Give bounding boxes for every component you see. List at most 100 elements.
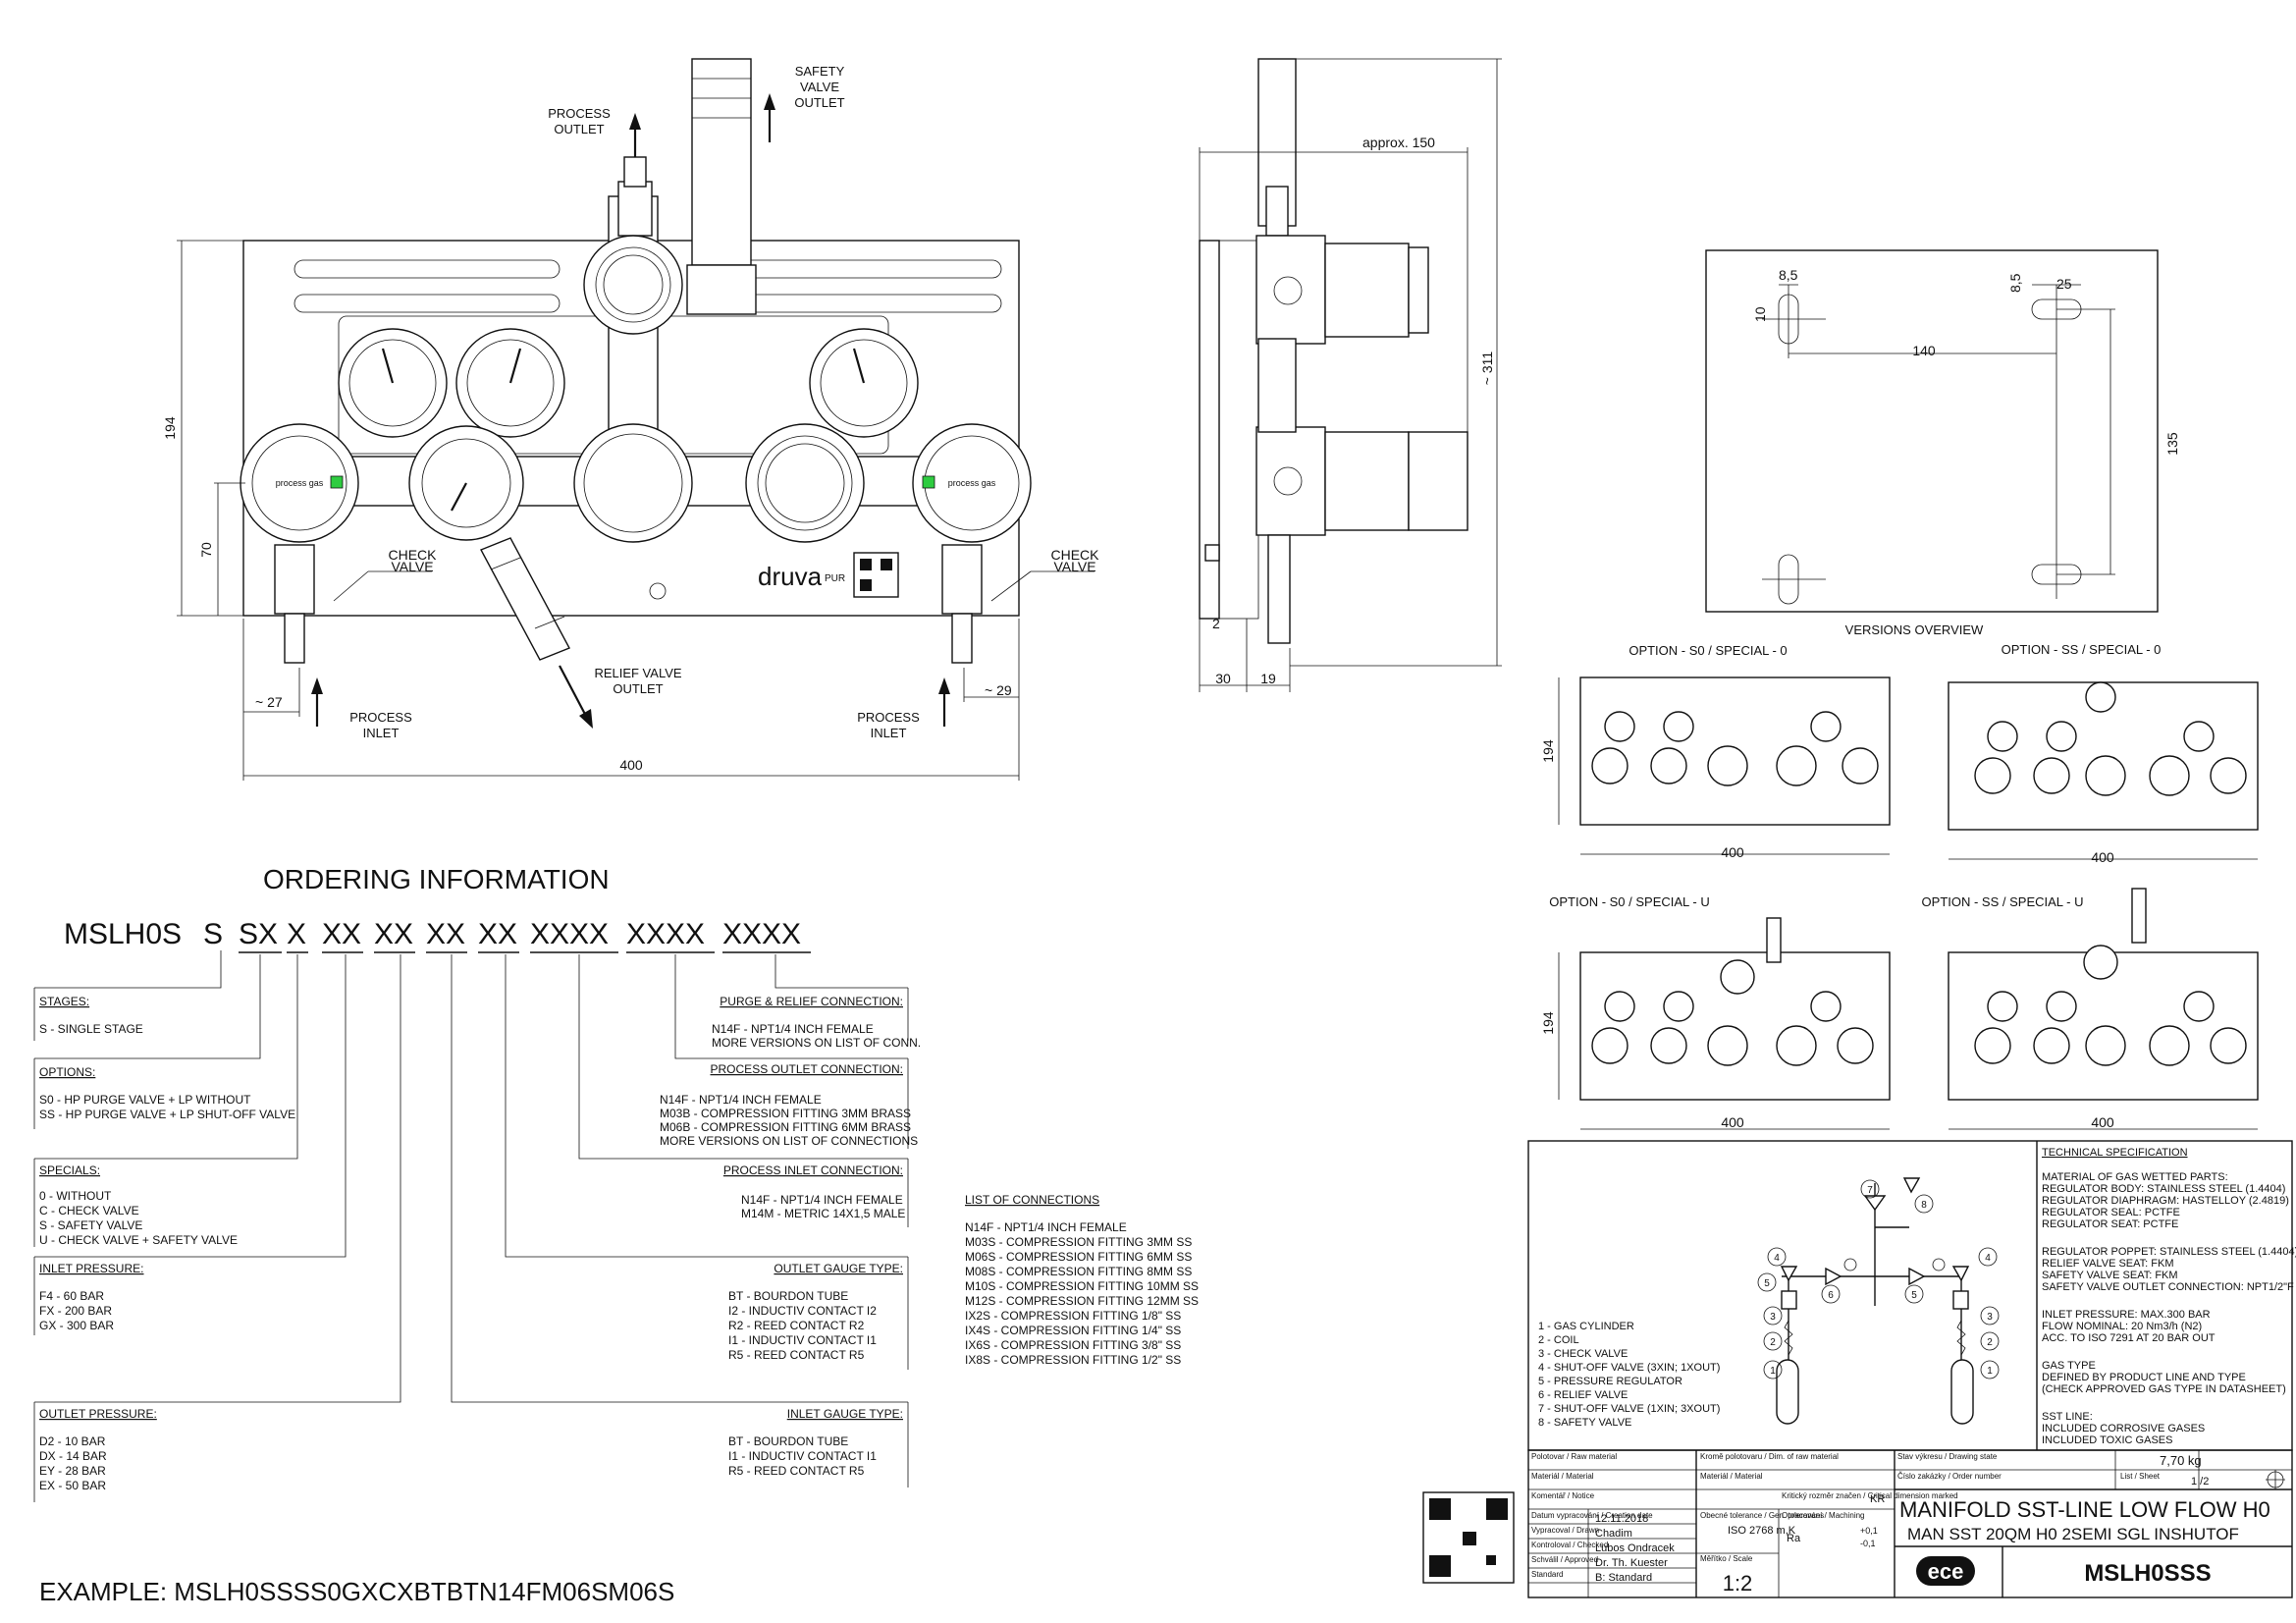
dim-29: ~ 29 bbox=[985, 682, 1012, 698]
version-thumb-2 bbox=[1948, 681, 2259, 860]
ts-15: GAS TYPE bbox=[2042, 1360, 2096, 1372]
tech-spec: TECHNICAL SPECIFICATION MATERIAL OF GAS … bbox=[2042, 1147, 2296, 1446]
ts-13: ACC. TO ISO 7291 AT 20 BAR OUT bbox=[2042, 1332, 2216, 1344]
inlet-pressure-head: INLET PRESSURE: bbox=[39, 1262, 143, 1275]
side-dim-30: 30 bbox=[1215, 671, 1231, 686]
conn-line-6: IX2S - COMPRESSION FITTING 1/8" SS bbox=[965, 1309, 1181, 1323]
options-line-1: SS - HP PURGE VALVE + LP SHUT-OFF VALVE bbox=[39, 1108, 295, 1121]
check-valve-left-label-2: VALVE bbox=[391, 559, 433, 574]
code-part-2: SX bbox=[239, 918, 278, 950]
purge-head: PURGE & RELIEF CONNECTION: bbox=[720, 995, 903, 1008]
check-valve-right-label-2: VALVE bbox=[1053, 559, 1095, 574]
gauge-left-1 bbox=[338, 328, 448, 438]
version-3-height: 194 bbox=[1540, 1011, 1556, 1035]
gauge-left-2 bbox=[455, 328, 565, 438]
tb-approved-label: Schválil / Approved bbox=[1531, 1555, 1598, 1564]
ts-1: REGULATOR BODY: STAINLESS STEEL (1.4404) bbox=[2042, 1183, 2285, 1195]
ts-2: REGULATOR DIAPHRAGM: HASTELLOY (2.4819) bbox=[2042, 1195, 2289, 1207]
tb-minus: -0,1 bbox=[1860, 1539, 1876, 1548]
specials-line-0: 0 - WITHOUT bbox=[39, 1189, 112, 1203]
ts-19: SST LINE: bbox=[2042, 1411, 2093, 1423]
process-inlet-line-0: N14F - NPT1/4 INCH FEMALE bbox=[741, 1193, 903, 1207]
front-view bbox=[177, 58, 1095, 781]
gauge-label-right: process gas bbox=[948, 478, 996, 488]
sn-5: 4 bbox=[1985, 1253, 1991, 1264]
side-view bbox=[1199, 58, 1502, 692]
version-1-height: 194 bbox=[1540, 739, 1556, 763]
outlet-gauge-line-4: R5 - REED CONTACT R5 bbox=[728, 1348, 865, 1362]
process-inlet-left-2: INLET bbox=[363, 726, 400, 740]
version-2-title: OPTION - SS / SPECIAL - 0 bbox=[2002, 642, 2162, 657]
ts-0: MATERIAL OF GAS WETTED PARTS: bbox=[2042, 1171, 2228, 1183]
inlet-gauge-line-2: R5 - REED CONTACT R5 bbox=[728, 1464, 865, 1478]
process-outlet-line-0: N14F - NPT1/4 INCH FEMALE bbox=[660, 1093, 822, 1107]
outlet-gauge-head: OUTLET GAUGE TYPE: bbox=[774, 1262, 903, 1275]
spec-frame: 7 8 4 6 5 4 2 2 3 3 1 1 5 1 - GAS CYLIND… bbox=[1527, 1140, 2296, 1451]
check-valve-right-label-1: CHECK bbox=[1050, 547, 1099, 563]
gauge-label-left: process gas bbox=[276, 478, 324, 488]
legend-0: 1 - GAS CYLINDER bbox=[1538, 1321, 1634, 1332]
outlet-pressure-head: OUTLET PRESSURE: bbox=[39, 1407, 157, 1421]
inlet-pressure-line-1: FX - 200 BAR bbox=[39, 1304, 112, 1318]
version-4-title: OPTION - SS / SPECIAL - U bbox=[1922, 894, 2084, 909]
left-group-stages: STAGES: S - SINGLE STAGE bbox=[39, 995, 143, 1036]
sn-10: 1 bbox=[1770, 1366, 1776, 1377]
tb-mat2-label: Materiál / Material bbox=[1531, 1472, 1594, 1481]
shutoff-valve-7-symbol bbox=[1863, 1195, 1887, 1212]
ts-12: FLOW NOMINAL: 20 Nm3/h (N2) bbox=[2042, 1321, 2202, 1332]
brand-logo: druva bbox=[758, 562, 823, 591]
tb-comment-label: Komentář / Notice bbox=[1531, 1491, 1595, 1500]
outlet-gauge-line-2: R2 - REED CONTACT R2 bbox=[728, 1319, 865, 1332]
ts-20: INCLUDED CORROSIVE GASES bbox=[2042, 1423, 2205, 1434]
options-line-0: S0 - HP PURGE VALVE + LP WITHOUT bbox=[39, 1093, 251, 1107]
dim-400: 400 bbox=[619, 757, 643, 773]
process-inlet-head: PROCESS INLET CONNECTION: bbox=[723, 1163, 903, 1177]
filter-bowl-right bbox=[745, 423, 865, 543]
schematic-legend: 1 - GAS CYLINDER 2 - COIL 3 - CHECK VALV… bbox=[1538, 1321, 1720, 1429]
safety-outlet-label-1: SAFETY bbox=[795, 64, 845, 79]
tb-surface-label: Opracování / Machining bbox=[1782, 1511, 1865, 1520]
sn-4: 5 bbox=[1911, 1290, 1917, 1301]
relief-outlet-label-1: RELIEF VALVE bbox=[594, 666, 681, 680]
safety-outlet-arrow bbox=[764, 93, 775, 110]
sn-12: 5 bbox=[1764, 1278, 1770, 1289]
tech-spec-head: TECHNICAL SPECIFICATION bbox=[2042, 1147, 2188, 1159]
specials-line-3: U - CHECK VALVE + SAFETY VALVE bbox=[39, 1233, 238, 1247]
title-block bbox=[1422, 1449, 2293, 1598]
left-group-specials: SPECIALS: 0 - WITHOUT C - CHECK VALVE S … bbox=[39, 1163, 238, 1247]
pneumatic-schematic bbox=[1757, 1177, 2000, 1425]
safety-outlet-label-2: VALVE bbox=[800, 80, 839, 94]
conn-line-5: M12S - COMPRESSION FITTING 12MM SS bbox=[965, 1294, 1199, 1308]
plate-outline bbox=[1705, 249, 2159, 613]
sn-11: 1 bbox=[1987, 1366, 1993, 1377]
tb-scale-label: Měřítko / Scale bbox=[1700, 1554, 1753, 1563]
version-thumb-3 bbox=[1558, 917, 1891, 1130]
tb-ra: Ra bbox=[1787, 1533, 1801, 1544]
check-valve-left-label-1: CHECK bbox=[388, 547, 437, 563]
safety-valve-body bbox=[691, 58, 752, 266]
stages-line-0: S - SINGLE STAGE bbox=[39, 1022, 143, 1036]
purge-line-0: N14F - NPT1/4 INCH FEMALE bbox=[712, 1022, 874, 1036]
left-group-options: OPTIONS: S0 - HP PURGE VALVE + LP WITHOU… bbox=[39, 1065, 295, 1121]
version-2-width: 400 bbox=[2091, 849, 2114, 865]
ts-8: SAFETY VALVE SEAT: FKM bbox=[2042, 1270, 2178, 1281]
tb-drawn: Chadim bbox=[1595, 1528, 1632, 1540]
sn-6: 2 bbox=[1770, 1337, 1776, 1348]
version-3-title: OPTION - S0 / SPECIAL - U bbox=[1549, 894, 1710, 909]
outlet-pressure-line-2: EY - 28 BAR bbox=[39, 1464, 106, 1478]
process-outlet-line-2: M06B - COMPRESSION FITTING 6MM BRASS bbox=[660, 1120, 911, 1134]
conn-line-3: M08S - COMPRESSION FITTING 8MM SS bbox=[965, 1265, 1192, 1278]
tb-name-2: MAN SST 20QM H0 2SEMI SGL INSHUTOF bbox=[1907, 1525, 2239, 1543]
ts-11: INLET PRESSURE: MAX.300 BAR bbox=[2042, 1309, 2211, 1321]
inlet-gauge-line-0: BT - BOURDON TUBE bbox=[728, 1434, 848, 1448]
order-leaders bbox=[33, 950, 909, 1502]
code-part-1: S bbox=[203, 918, 223, 950]
plate-dim-85a: 8,5 bbox=[1779, 267, 1798, 283]
outlet-gauge-line-0: BT - BOURDON TUBE bbox=[728, 1289, 848, 1303]
tb-checked: Lubos Ondracek bbox=[1595, 1542, 1675, 1554]
conn-line-1: M03S - COMPRESSION FITTING 3MM SS bbox=[965, 1235, 1192, 1249]
process-inlet-line-1: M14M - METRIC 14X1,5 MALE bbox=[741, 1207, 905, 1220]
version-4-width: 400 bbox=[2091, 1114, 2114, 1130]
side-dim-19: 19 bbox=[1260, 671, 1276, 686]
process-outlet-label-2: OUTLET bbox=[554, 122, 604, 136]
